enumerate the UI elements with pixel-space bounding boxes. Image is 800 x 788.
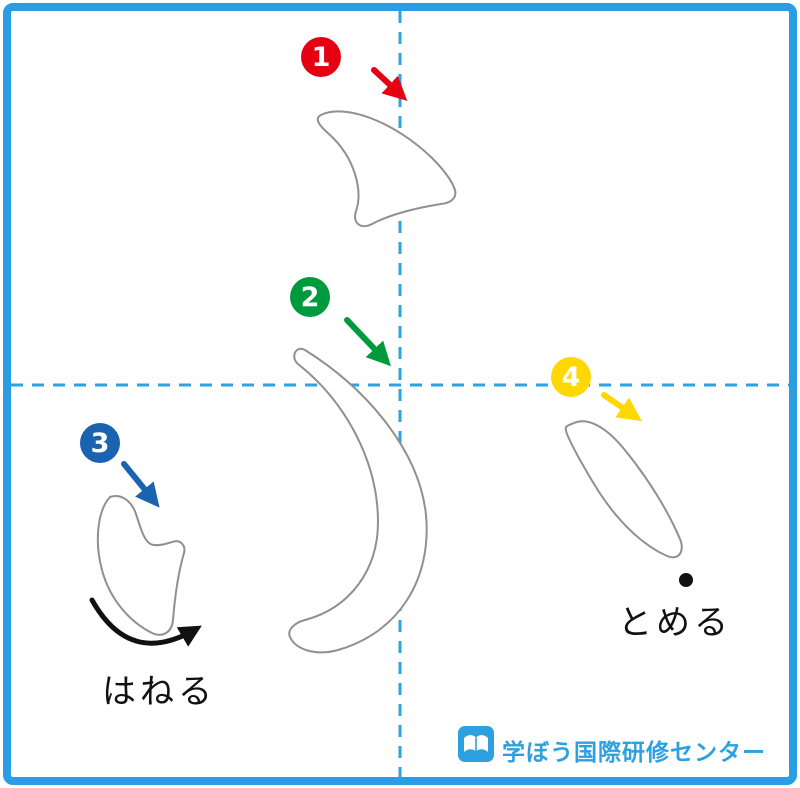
logo-book-icon (458, 726, 494, 762)
stroke-4-outline (564, 420, 683, 559)
stroke-1-outline (316, 110, 457, 228)
step-4-arrow (601, 392, 642, 422)
guide-lines (11, 11, 789, 777)
step-2-arrow (344, 317, 391, 367)
tomeru-label: とめる (618, 603, 732, 643)
logo-text: 学ぼう国際研修センター (502, 740, 766, 766)
step-3-arrow (121, 461, 160, 508)
step-1-badge: 1 (301, 37, 341, 77)
step-1-arrow (371, 67, 408, 101)
stroke-shapes (96, 110, 683, 654)
step-2-badge: 2 (290, 277, 330, 317)
haneru-arrow (89, 597, 202, 647)
step-arrows (121, 67, 642, 508)
step-4-badge: 4 (551, 357, 591, 397)
stroke-3-outline (96, 495, 186, 636)
haneru-label: はねる (102, 672, 216, 712)
tomeru-dot (679, 573, 693, 587)
step-3-badge: 3 (80, 423, 120, 463)
stroke-2-outline (288, 347, 428, 654)
